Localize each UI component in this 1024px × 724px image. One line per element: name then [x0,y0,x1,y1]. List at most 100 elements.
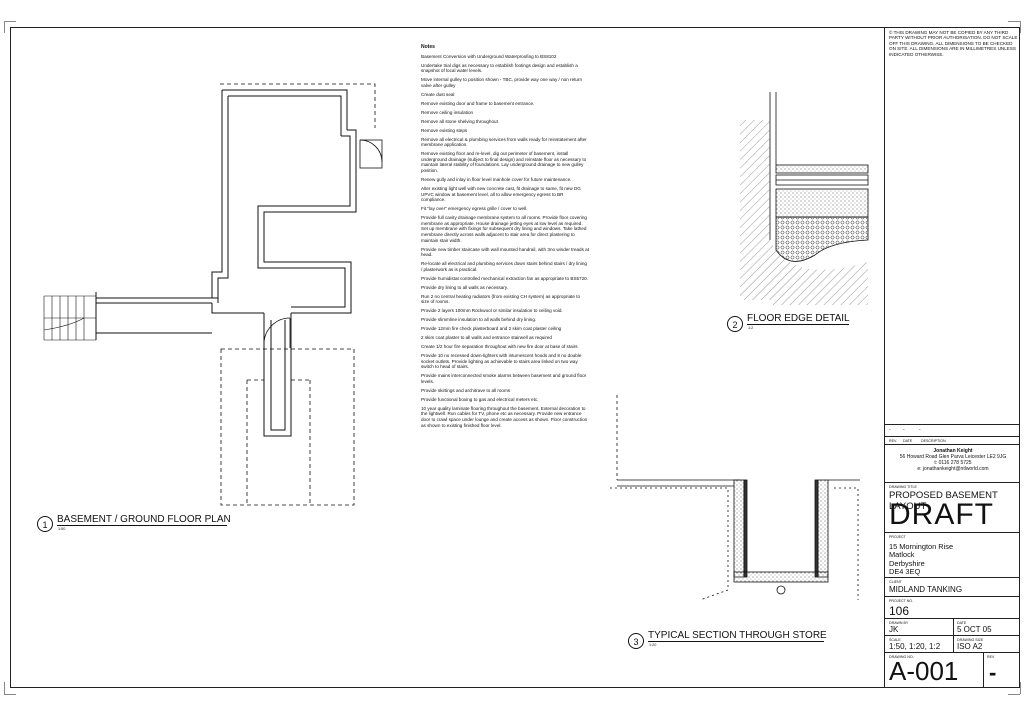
note-item: Provide 10 no recessed down-lighters wit… [421,353,582,370]
rev-col-rev: REV. [889,439,898,443]
plan-stairs [43,295,96,341]
view-number-bubble: 1 [37,516,53,532]
crop-mark [1008,694,1020,695]
project-label: PROJECT [889,535,906,539]
project-row: PROJECT [885,532,1020,577]
scale-label: SCALE [889,638,901,642]
crop-mark [1020,682,1021,694]
drawn-date-row: DRAWN BY JK DATE 5 OCT 05 [885,618,1020,635]
client-label: CLIENT [889,580,902,584]
note-item: Remove all electrical & plumbing service… [421,136,587,148]
size-label: DRAWING SIZE [957,638,984,642]
revision-header: REV. DATE DESCRIPTION [885,436,1020,444]
note-item: Alter existing light well with new concr… [421,185,581,203]
note-item: Remove ceiling insulation [421,109,474,115]
client-row: CLIENT MIDLAND TANKING [885,577,1020,596]
note-item: Provide dry lining to all walls as neces… [421,284,508,290]
owner-email: e: jonathankeight@ntlworld.com [917,466,989,472]
draft-status: DRAFT [889,498,994,531]
rev-label: REV [987,655,995,659]
drawing-date: 5 OCT 05 [957,625,992,634]
project-line: Derbyshire [889,558,925,568]
note-item: Create dust seal [421,91,455,97]
crop-mark [4,682,5,694]
section-detail [610,395,860,601]
edge-view-title: FLOOR EDGE DETAIL [747,313,850,324]
title-underline [747,324,849,325]
revision-lines: - - - [885,424,1020,436]
owner-phone: t: 0116 278 5725 [934,460,972,466]
note-item: Remove existing floor and re-level, dig … [421,151,587,174]
notes-heading: Notes [421,44,435,50]
note-item: Remove all stone shelving throughout [421,118,498,124]
note-item: Provide skirtings and architrave to all … [421,387,511,393]
client-name: MIDLAND TANKING [889,585,963,594]
project-number: 106 [889,604,910,618]
note-item: Fit "lay over" emergency egress grille /… [421,206,528,212]
note-item: Run 2 no central heating radiators (from… [421,293,581,305]
plan-view-title: BASEMENT / GROUND FLOOR PLAN [57,514,231,525]
rev-col-description: DESCRIPTION [921,439,946,443]
crop-mark [1020,21,1021,33]
floor-edge-detail [740,92,869,305]
drawing-size: ISO A2 [957,642,983,651]
drawing-scale: 1:50, 1:20, 1:2 [889,642,941,651]
plan-walls [95,89,357,437]
view-number-bubble: 3 [628,633,644,649]
rev-divider [983,652,984,688]
drawing-title: PROPOSED BASEMENT LAYOUT [889,490,998,512]
date-label: DATE [957,621,967,625]
title-underline [57,525,227,526]
drawing-no-row: DRAWING NO. REV [885,652,1020,688]
rev-blank: - [903,427,905,433]
owner-row [885,444,1020,506]
drawing-no-label: DRAWING NO. [889,655,914,659]
drawing-title-label: DRAWING TITLE [889,485,917,489]
project-line: 15 Mornington Rise [889,542,954,551]
note-item: 2 skim coat plaster to all walls and ent… [421,335,552,341]
plan-door [263,139,383,348]
plan-dashed [220,83,376,506]
note-item: Undertake trial digs as necessary to est… [421,62,578,74]
section-view-scale: 1:20 [649,643,657,647]
note-item: Provide new timber staircase with wall m… [421,246,590,258]
title-underline [648,641,824,642]
crop-mark [1008,21,1020,22]
crop-mark [4,21,16,22]
rev-blank: - [919,427,921,433]
rev-blank: - [889,427,891,433]
owner-name: Jonathan Keight [933,448,973,454]
note-item: Create 1/2 hour fire separation througho… [421,344,578,350]
note-item: Provide 2 layers 100mm Rockwool or simil… [421,308,563,314]
note-item: Move internal gulley to position shown -… [421,77,583,88]
title-block: © THIS DRAWING MAY NOT BE COPIED BY ANY … [884,27,1020,688]
project-no-row: PROJECT NO. 106 [885,596,1020,618]
note-item: Provide humidistat controlled mechanical… [421,275,589,281]
project-address: 15 Mornington Rise Matlock Derbyshire DE… [889,542,954,577]
note-item: Provide mains interconnected smoke alarm… [421,373,587,384]
owner-address: 56 Howard Road Glen Parva Leicester LE2 … [899,454,1007,460]
rev-col-date: DATE [903,439,913,443]
project-line: Matlock [889,550,915,560]
drawing-number: A-001 [889,656,959,686]
note-item: Provide full cavity drainage membrane sy… [421,215,587,243]
drawing-border [10,27,1020,688]
section-view-title: TYPICAL SECTION THROUGH STORE [648,630,827,641]
note-item: Re-locate all electrical and plumbing se… [421,261,587,272]
note-item: Basement Conversion with Underground Wat… [421,53,557,59]
owner-details: Jonathan Keight 56 Howard Road Glen Parv… [889,448,1017,472]
note-item: Provide functional boxing to gas and ele… [421,396,539,402]
project-no-label: PROJECT NO. [889,599,914,603]
crop-mark [4,21,5,33]
drawn-divider [953,618,954,652]
revision-value: - [989,660,997,685]
drawn-by-label: DRAWN BY [889,621,909,625]
project-line: DE4 3EQ [889,567,921,577]
crop-mark [4,694,16,695]
plan-view-scale: 1:50 [58,527,66,531]
note-item: Remove existing steps [421,127,468,133]
note-item: Provide 12mm fire check plasterboard and… [421,326,562,332]
note-item: Renew gully and inlay in floor level man… [421,177,572,182]
